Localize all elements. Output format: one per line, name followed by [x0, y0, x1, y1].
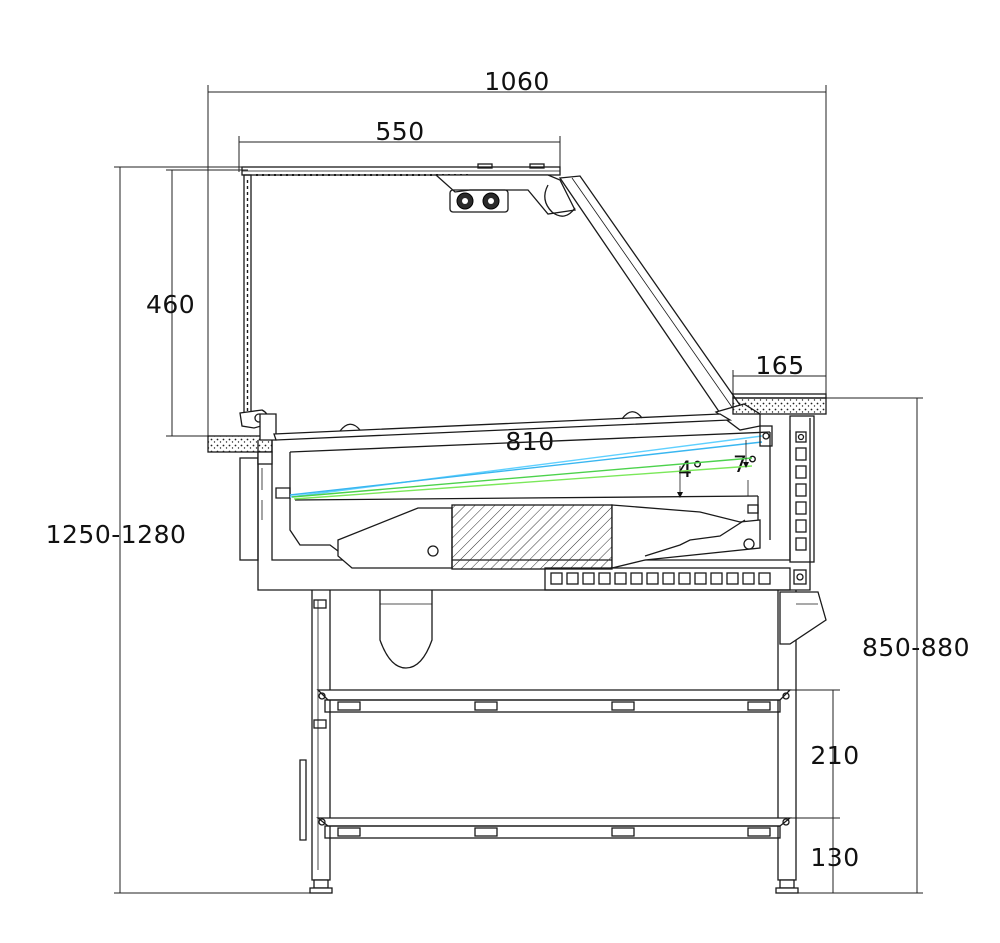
- glass-height-label: 460: [146, 290, 195, 319]
- total-height-label: 1250-1280: [46, 520, 187, 549]
- evaporator-area: [337, 504, 761, 570]
- top-width-label: 550: [375, 117, 424, 146]
- rear-worktop: [732, 393, 827, 415]
- shelf-spacing-label: 210: [810, 741, 859, 770]
- display-deck: [239, 411, 811, 591]
- top-canopy: [239, 163, 576, 429]
- counter-height-label: 850-880: [862, 633, 970, 662]
- rear-service-panel: [759, 415, 815, 563]
- vent-slots: [544, 567, 807, 591]
- base-cabinet: [299, 590, 827, 894]
- front-glass: [558, 175, 761, 431]
- light-beams: [289, 435, 763, 500]
- dimension-lines: [114, 85, 923, 894]
- dimension-labels: 1060 550 460 1250-1280 165 810 850-880 2…: [46, 67, 970, 872]
- overall-width-label: 1060: [484, 67, 550, 96]
- angle-markers: [677, 440, 749, 498]
- worktop-depth-label: 165: [755, 351, 804, 380]
- bottom-clearance-label: 130: [810, 843, 859, 872]
